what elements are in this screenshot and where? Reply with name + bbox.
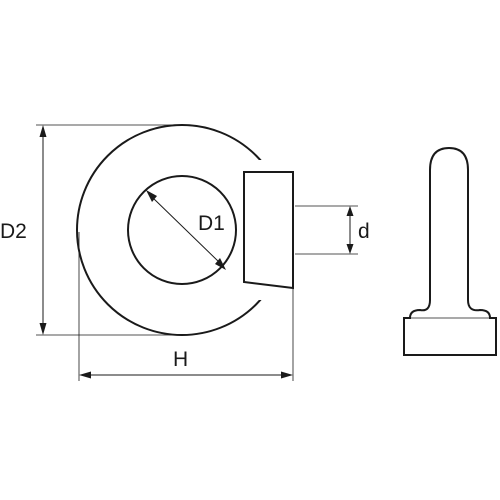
d-arrow-top: [346, 206, 354, 216]
dimension-d: d: [295, 205, 370, 255]
h-arrow-right: [281, 371, 293, 379]
side-view: [403, 146, 497, 356]
d-arrow-bottom: [346, 244, 354, 254]
d1-label: D1: [198, 212, 225, 235]
d2-arrow-top: [39, 125, 47, 137]
d-label: d: [358, 220, 370, 243]
dimension-d2: D2: [0, 124, 175, 336]
dimension-d1: D1: [146, 190, 226, 270]
d2-label: D2: [0, 220, 27, 243]
d2-arrow-bottom: [39, 323, 47, 335]
d1-arrow-lower: [215, 258, 226, 270]
h-label: H: [173, 348, 188, 371]
side-view-profile: [403, 146, 497, 356]
d1-dimension-line: [151, 196, 221, 264]
threaded-shank-block: [243, 171, 294, 290]
front-view: [76, 124, 294, 336]
d1-arrow-upper: [146, 190, 157, 202]
h-arrow-left: [79, 371, 91, 379]
dimension-h: H: [78, 232, 294, 381]
eye-ring-hole: [127, 175, 237, 285]
